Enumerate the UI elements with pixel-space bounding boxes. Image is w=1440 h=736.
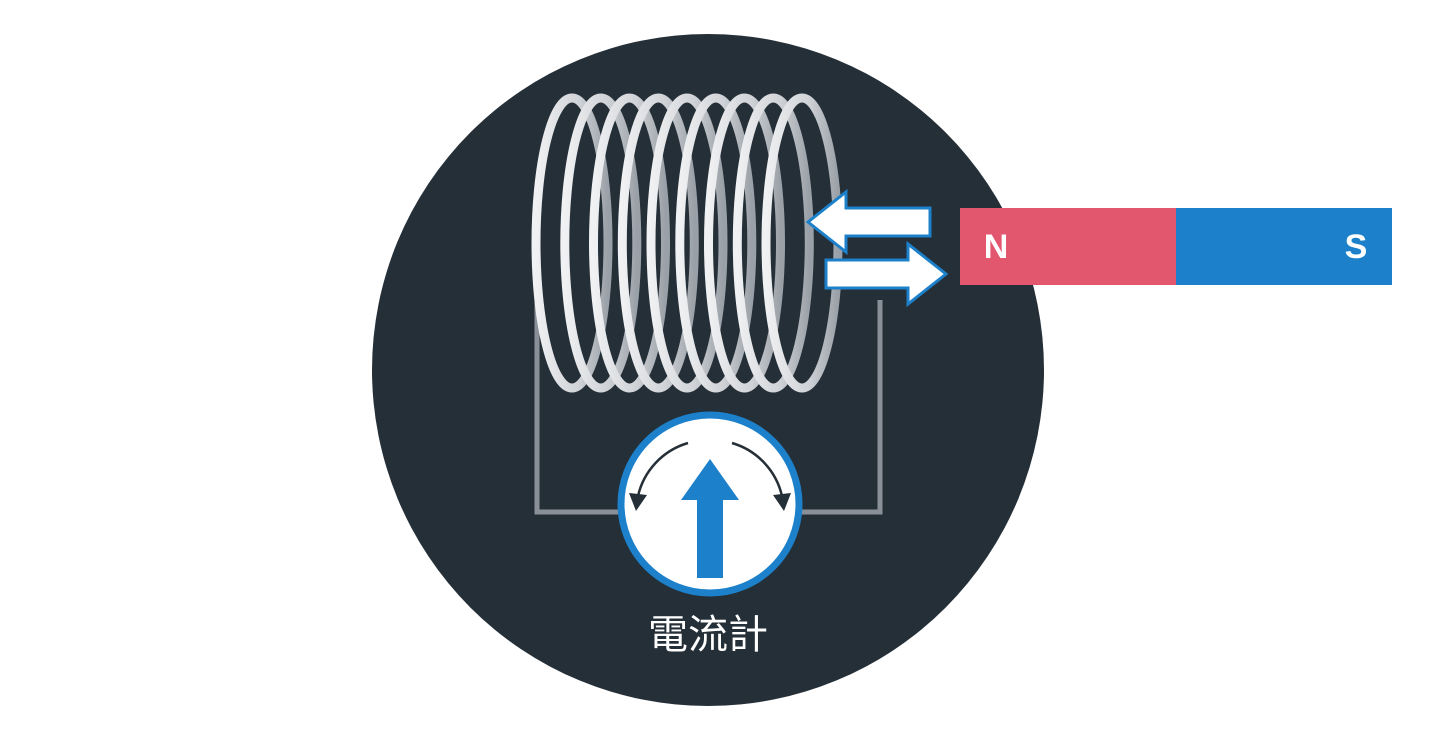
magnet-north-label: N xyxy=(984,228,1009,266)
coil-turn xyxy=(531,93,613,393)
galvanometer-label: 電流計 xyxy=(648,612,768,658)
deflection-right-arrowhead-icon xyxy=(773,493,791,511)
coil-turn xyxy=(589,93,670,393)
deflection-left-arrowhead-icon xyxy=(629,493,647,511)
circuit-wire-right xyxy=(800,300,883,515)
galvanometer xyxy=(617,411,803,597)
coil-turn xyxy=(617,93,699,393)
coil-turn xyxy=(675,93,757,393)
coil-turn xyxy=(560,93,642,393)
magnet-south-pole xyxy=(1176,208,1392,285)
coil-turn xyxy=(704,93,785,393)
coil xyxy=(531,93,843,393)
magnet-north-pole xyxy=(960,208,1176,285)
deflection-right-arc-icon xyxy=(731,441,784,497)
galvanometer-needle-icon xyxy=(681,459,739,578)
magnet-south-label: S xyxy=(1345,228,1368,266)
arrow-toward-magnet xyxy=(824,240,949,308)
coil-turn xyxy=(732,93,814,393)
deflection-left-arc-icon xyxy=(636,441,689,497)
coil-turn xyxy=(646,93,728,393)
circuit-wire-left xyxy=(534,235,618,515)
arrow-toward-coil xyxy=(805,188,932,256)
